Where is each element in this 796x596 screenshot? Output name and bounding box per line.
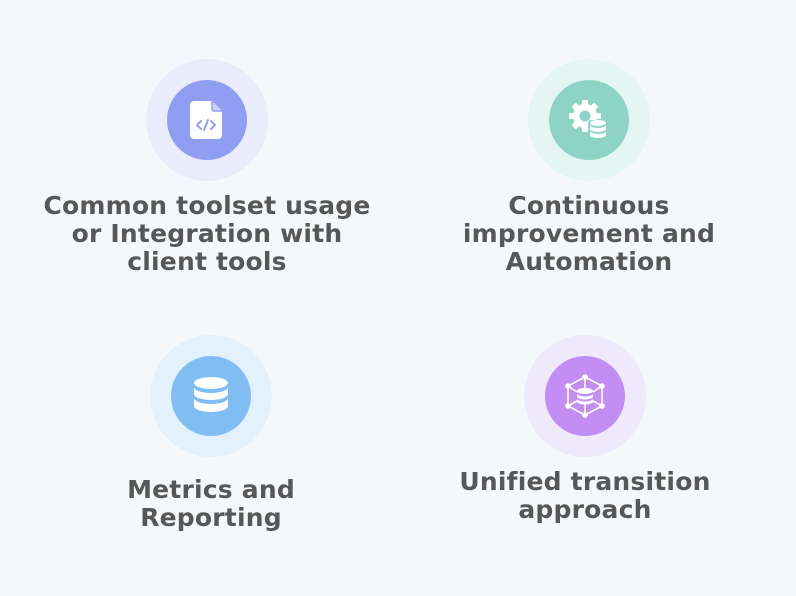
icon-halo: [528, 59, 650, 181]
icon-circle: [167, 80, 247, 160]
icon-circle: [171, 356, 251, 436]
gear-database-icon: [569, 100, 608, 140]
network-database-icon: [565, 374, 605, 418]
icon-circle: [549, 80, 629, 160]
feature-title: Unified transition approach: [459, 467, 711, 524]
feature-title: Common toolset usage or Integration with…: [43, 191, 371, 276]
database-icon: [194, 377, 228, 412]
code-file-icon: [190, 101, 222, 139]
feature-title: Continuous improvement and Automation: [462, 191, 716, 276]
icon-halo: [150, 335, 272, 457]
feature-title: Metrics and Reporting: [127, 475, 295, 532]
icon-halo: [146, 59, 268, 181]
icon-circle: [545, 356, 625, 436]
icon-halo: [524, 335, 646, 457]
